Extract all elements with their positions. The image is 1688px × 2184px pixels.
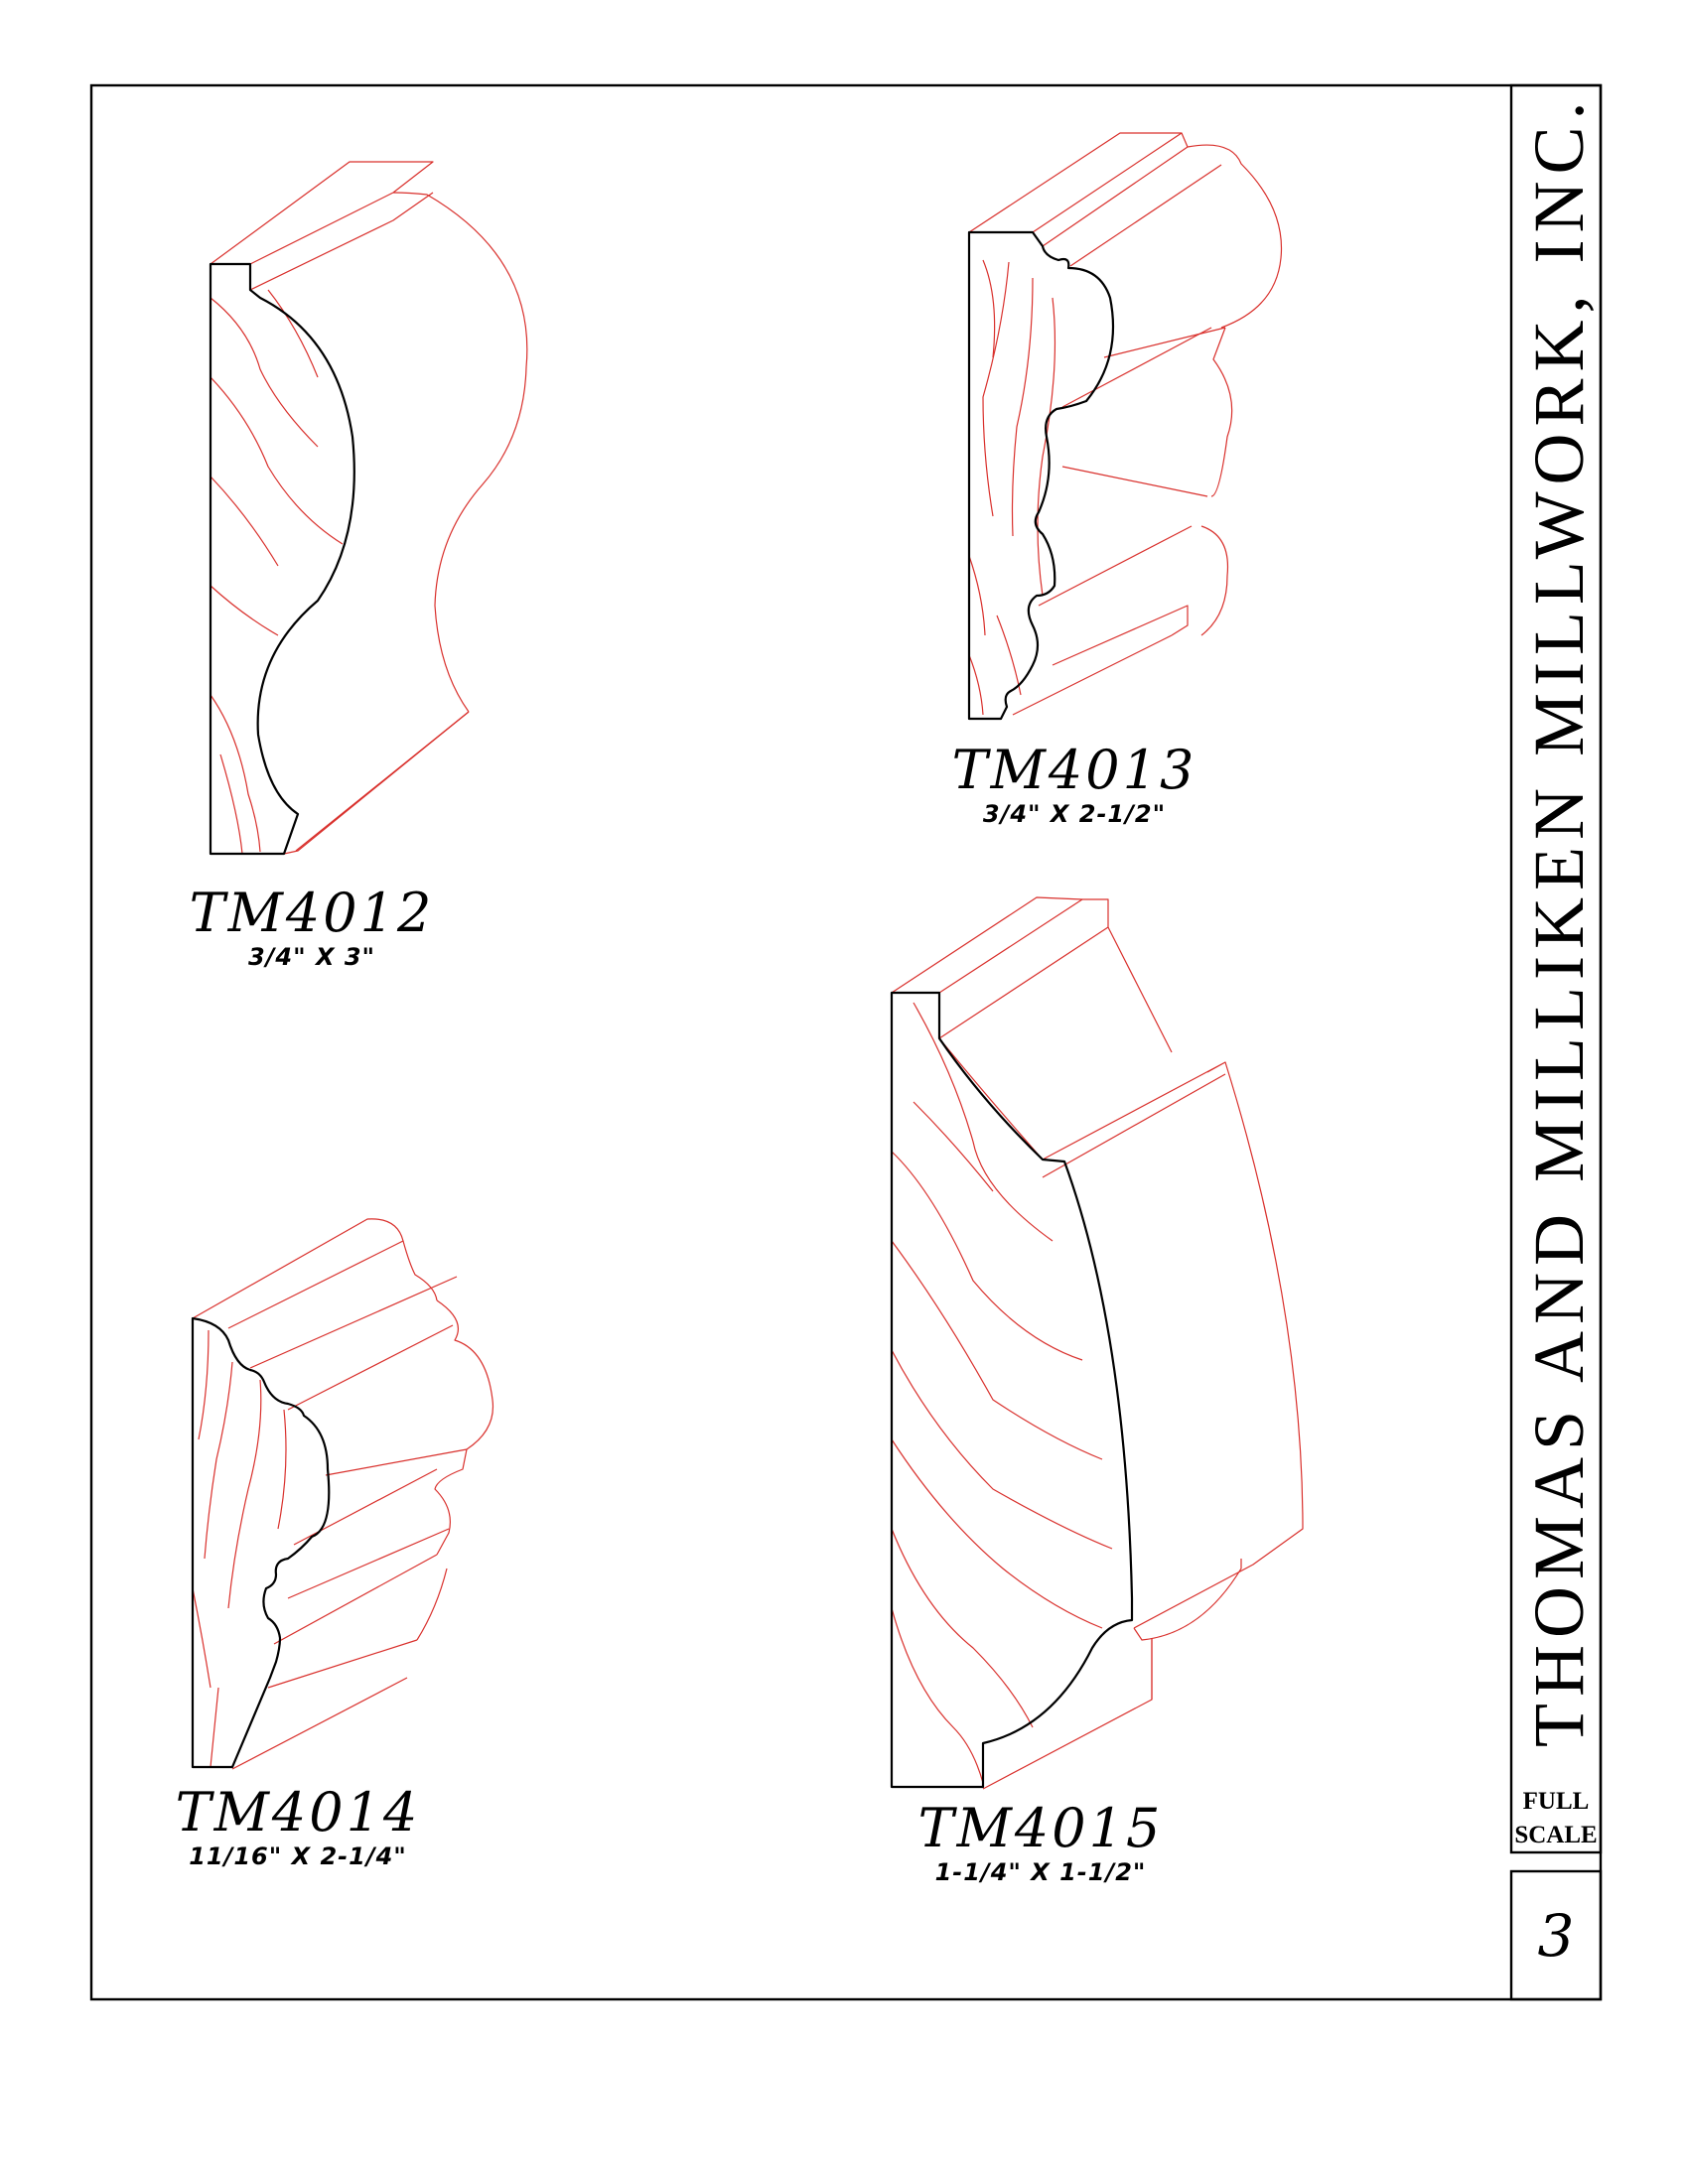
tm4015-projection [891,896,1304,1790]
molding-tm4015-drawing [890,896,1304,1790]
tm4014-size: 11/16" X 2-1/4" [189,1843,407,1870]
tm4013-profile [967,230,1115,721]
tm4015-profile [890,991,1134,1789]
tm4015-code: TM4015 [918,1797,1164,1859]
sheet-border [89,83,1603,2001]
tm4014-grain [192,1329,287,1768]
molding-tm4013-drawing [967,132,1283,721]
tm4013-code: TM4013 [952,739,1197,801]
tm4014-code: TM4014 [176,1781,421,1843]
title-block [1509,83,1603,1854]
page-number: 3 [1538,1902,1575,1970]
tm4012-grain [210,289,344,855]
tm4012-size: 3/4" X 3" [248,943,375,971]
tm4014-profile [191,1316,331,1769]
tm4014-projection [192,1218,494,1770]
tm4012-profile [209,262,355,856]
tm4012-code: TM4012 [190,882,435,944]
company-name: THOMAS AND MILLIKEN MILLWORK, INC. [1519,94,1599,1747]
scale-label-line2: SCALE [1514,1822,1597,1848]
page-number-box [1509,1869,1603,2001]
tm4015-grain [891,1002,1113,1784]
molding-tm4014-drawing [191,1218,494,1770]
tm4013-projection [968,132,1283,716]
scale-label-line1: FULL [1523,1788,1590,1815]
tm4012-projection [210,161,528,855]
tm4015-size: 1-1/4" X 1-1/2" [935,1858,1147,1886]
tm4013-grain [968,259,1056,716]
molding-tm4012-drawing [209,161,528,856]
tm4013-size: 3/4" X 2-1/2" [983,800,1166,828]
